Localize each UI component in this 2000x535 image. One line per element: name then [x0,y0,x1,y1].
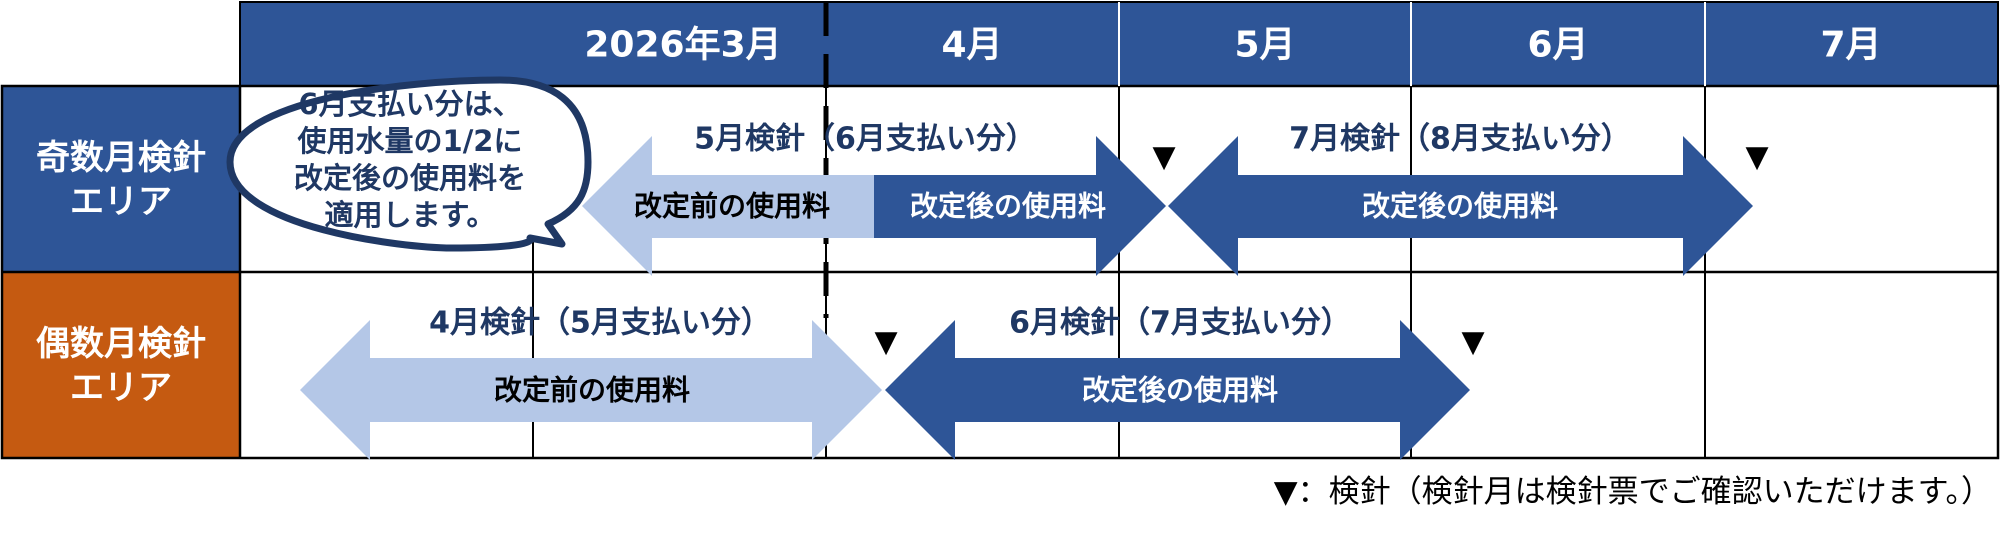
arrow-june-reading-label: 改定後の使用料 [1082,374,1278,407]
even-area-label-line: エリア [70,368,172,408]
billing-arrows: 5月検針（6月支払い分） 改定前の使用料 改定後の使用料 7月検針（8月支払い分… [300,122,1753,460]
arrow-april-reading-label: 改定前の使用料 [494,374,690,407]
arrow-may-reading-after-label: 改定後の使用料 [910,190,1106,223]
meter-reading-marker: ▼ [1461,325,1484,360]
arrow-july-reading [1168,136,1753,276]
row-labels: 奇数月検針 エリア 偶数月検針 エリア [36,138,206,408]
callout-line: 適用します。 [324,198,495,232]
arrow-may-reading-before-label: 改定前の使用料 [634,190,830,223]
arrow-april-reading-title: 4月検針（5月支払い分） [429,306,771,341]
odd-area-label-line: エリア [70,182,172,222]
meter-reading-markers: ▼ ▼ ▼ ▼ [874,140,1768,360]
callout-bubble: 6月支払い分は、 使用水量の1/2に 改定後の使用料を 適用します。 [226,76,592,252]
header-months: 2026年3月 4月 5月 6月 7月 [584,25,1881,66]
odd-area-label-line: 奇数月検針 [36,138,206,178]
meter-reading-marker: ▼ [1745,140,1768,175]
header-month-label: 6月 [1527,25,1588,66]
arrow-april-reading [300,320,882,460]
header-month-label: 2026年3月 [584,25,781,66]
even-area-label-cell [2,272,240,458]
even-area-label-line: 偶数月検針 [36,324,206,364]
arrow-may-reading-after-segment [874,136,1166,276]
arrow-may-reading-before-segment [582,136,874,276]
meter-reading-marker: ▼ [874,325,897,360]
meter-reading-marker: ▼ [1152,140,1175,175]
arrow-july-reading-title: 7月検針（8月支払い分） [1289,122,1631,157]
callout-line: 6月支払い分は、 [298,87,521,121]
callout-line: 使用水量の1/2に [297,124,523,158]
arrow-may-reading-title: 5月検針（6月支払い分） [694,122,1036,157]
arrow-july-reading-label: 改定後の使用料 [1362,190,1558,223]
header-month-label: 5月 [1234,25,1295,66]
callout-line: 改定後の使用料を [294,161,526,195]
arrow-june-reading [885,320,1470,460]
header-month-label: 4月 [941,25,1002,66]
callout-bubble-shape [226,76,592,252]
legend-text: ▼：検針（検針月は検針票でご確認いただけます。） [1274,474,1992,510]
schedule-grid [0,1,2000,460]
arrow-june-reading-title: 6月検針（7月支払い分） [1009,306,1351,341]
header-month-label: 7月 [1820,25,1881,66]
odd-area-label-cell [2,86,240,272]
